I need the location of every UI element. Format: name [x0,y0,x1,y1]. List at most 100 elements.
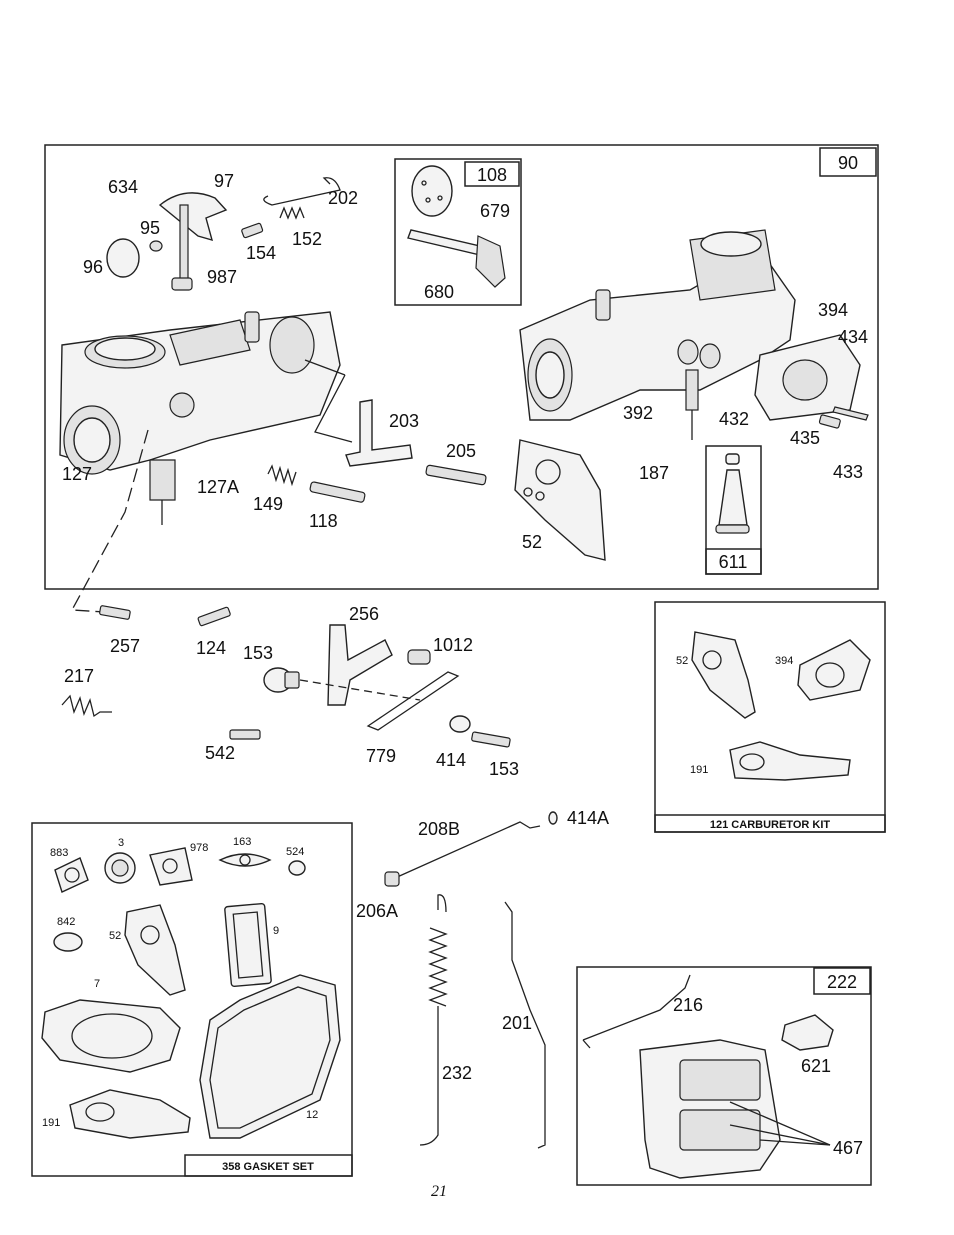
link-779 [368,672,458,730]
pin-205 [426,465,487,485]
gasket-163 [220,854,270,866]
gasket-label-524: 524 [286,846,304,858]
gasket-label-163: 163 [233,836,251,848]
gasket-label-3: 3 [118,837,124,849]
label-149: 149 [253,494,283,514]
label-127A: 127A [197,477,239,497]
label-201: 201 [502,1013,532,1033]
box-611-label: 611 [719,552,748,572]
bracket-256 [328,625,392,705]
label-779: 779 [366,746,396,766]
label-257: 257 [110,636,140,656]
gasket-524 [289,861,305,875]
screw-542 [230,730,260,739]
choke-plate-97 [160,193,226,240]
label-679: 679 [480,201,510,221]
gasket-883 [55,858,88,892]
throttle-plate-part [412,166,452,216]
label-152: 152 [292,229,322,249]
label-96: 96 [83,257,103,277]
label-434: 434 [838,327,868,347]
gasket-842 [54,933,82,951]
gasket-9 [225,903,272,986]
label-1012: 1012 [433,635,473,655]
label-203: 203 [389,411,419,431]
carburetor-kit-frame [655,602,885,832]
kit-gasket-52 [692,632,755,718]
label-154: 154 [246,243,276,263]
label-435: 435 [790,428,820,448]
gasket-label-883: 883 [50,847,68,859]
label-414: 414 [436,750,466,770]
choke-plate-96 [107,239,139,277]
label-124: 124 [196,638,226,658]
screw-124 [198,607,231,626]
spring-152 [280,208,304,218]
screw-435 [819,415,841,429]
label-217: 217 [64,666,94,686]
tube-part [719,470,747,525]
rod-208B [395,822,540,878]
screw-154 [241,223,263,238]
clip-1012 [408,650,430,664]
label-542: 542 [205,743,235,763]
gasket-52-set [125,905,185,995]
kit-label-191: 191 [690,764,708,776]
label-52: 52 [522,532,542,552]
throttle-shaft-part [408,230,484,255]
label-621: 621 [801,1056,831,1076]
label-216: 216 [673,995,703,1015]
label-432: 432 [719,409,749,429]
label-127: 127 [62,464,92,484]
gasket-label-191: 191 [42,1117,60,1129]
box-108-label: 108 [477,165,507,185]
label-256: 256 [349,604,379,624]
spring-217 [62,696,112,716]
gasket-978 [150,848,192,885]
page-number: 21 [431,1183,447,1200]
kit-label-52: 52 [676,655,688,667]
gasket-set-caption: 358 GASKET SET [222,1161,314,1173]
nut-206A [385,872,399,886]
screw-257 [99,605,130,619]
kit-label-394: 394 [775,655,793,667]
label-95: 95 [140,218,160,238]
gasket-label-842: 842 [57,916,75,928]
screw-118 [310,481,366,502]
label-153a: 153 [243,643,273,663]
gasket-191-set [70,1090,190,1138]
box-90-label: 90 [838,153,858,173]
gasket-7 [42,1000,180,1072]
label-680: 680 [424,282,454,302]
label-202: 202 [328,188,358,208]
label-206A: 206A [356,901,398,921]
label-414A: 414A [567,808,609,828]
gasket-label-52: 52 [109,930,121,942]
label-987: 987 [207,267,237,287]
label-97: 97 [214,171,234,191]
carburetor-body-right [520,230,795,440]
kit-gasket-394 [798,640,870,700]
kit-gasket-191 [730,742,850,780]
washer-414A [549,812,557,824]
box-222-label: 222 [827,972,857,992]
screw-153b [471,732,510,747]
gasket-label-9: 9 [273,925,279,937]
label-392: 392 [623,403,653,423]
label-433: 433 [833,462,863,482]
gasket-label-12: 12 [306,1109,318,1121]
gasket-label-978: 978 [190,842,208,854]
washer-414 [450,716,470,732]
label-208B: 208B [418,819,460,839]
spring-232 [420,895,446,1145]
gasket-label-7: 7 [94,978,100,990]
label-118: 118 [309,511,338,531]
label-394: 394 [818,300,848,320]
label-634: 634 [108,177,138,197]
label-467: 467 [833,1138,863,1158]
clip-621 [782,1015,833,1050]
spring-149 [268,466,296,484]
carburetor-kit-caption: 121 CARBURETOR KIT [710,819,830,831]
lever-203 [346,400,412,466]
